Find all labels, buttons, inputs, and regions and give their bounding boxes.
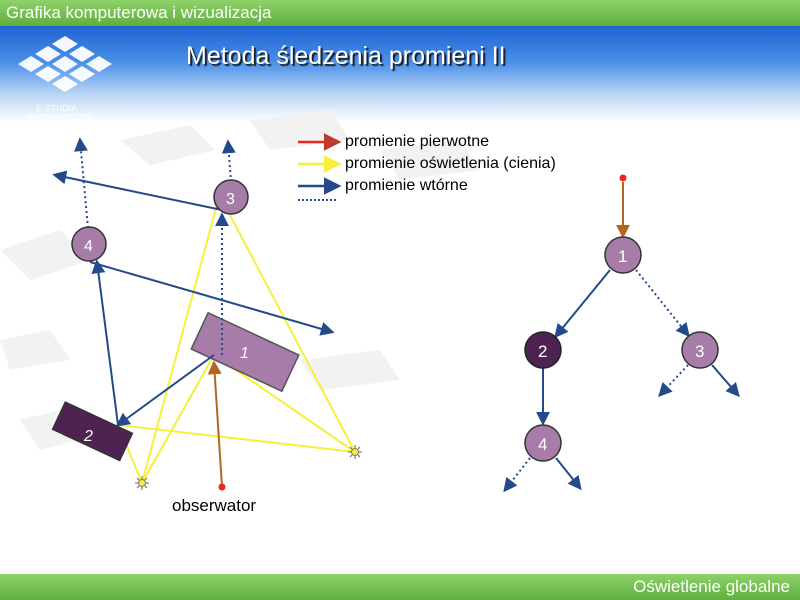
slide-header xyxy=(0,26,800,122)
slide-title: Metoda śledzenia promieni II xyxy=(186,42,506,70)
background-tiles xyxy=(0,110,480,450)
scene-object-3 xyxy=(213,179,249,215)
primary-ray xyxy=(207,360,223,488)
logo-text-estudia: E-STUDIA xyxy=(36,104,78,113)
tree-node-2 xyxy=(524,331,562,369)
footer-label: Oświetlenie globalne xyxy=(633,577,790,596)
tree-edges xyxy=(536,269,740,491)
observer-point xyxy=(218,483,226,491)
scene-object-2 xyxy=(51,401,134,462)
secondary-rays xyxy=(52,170,335,427)
tree-edges-dotted xyxy=(503,269,690,493)
scene-object-4 xyxy=(71,226,107,262)
e-studia-logo xyxy=(18,36,112,92)
scene-object-2-label: 2 xyxy=(83,428,93,445)
legend-label-primary: promienie pierwotne xyxy=(345,133,490,150)
legend-label-secondary: promienie wtórne xyxy=(345,177,468,194)
tree-root-point xyxy=(619,174,627,182)
scene-object-1-label: 1 xyxy=(240,345,249,362)
light-source-left xyxy=(135,476,149,490)
secondary-rays-dotted xyxy=(74,137,236,355)
tree-node-3-label: 3 xyxy=(695,342,704,361)
course-title: Grafika komputerowa i wizualizacja xyxy=(6,3,272,22)
legend-label-shadow: promienie oświetlenia (cienia) xyxy=(345,155,556,172)
scene-object-4-label: 4 xyxy=(84,238,93,255)
top-bar: Grafika komputerowa i wizualizacja xyxy=(0,0,800,26)
tree-node-1-label: 1 xyxy=(618,247,627,266)
tree-node-2-label: 2 xyxy=(538,342,547,361)
tree-node-4 xyxy=(524,424,562,462)
tree-node-3 xyxy=(681,331,719,369)
light-source-right xyxy=(348,445,362,459)
tree-node-4-label: 4 xyxy=(538,435,547,454)
legend xyxy=(298,133,342,201)
observer-label: obserwator xyxy=(172,496,257,515)
scene-object-3-label: 3 xyxy=(226,191,235,208)
tree-node-1 xyxy=(604,236,642,274)
scene-object-1 xyxy=(190,311,300,393)
bottom-bar: Oświetlenie globalne xyxy=(0,574,800,600)
logo-text-informatyczne: INFORMATYCZNE xyxy=(27,114,94,121)
